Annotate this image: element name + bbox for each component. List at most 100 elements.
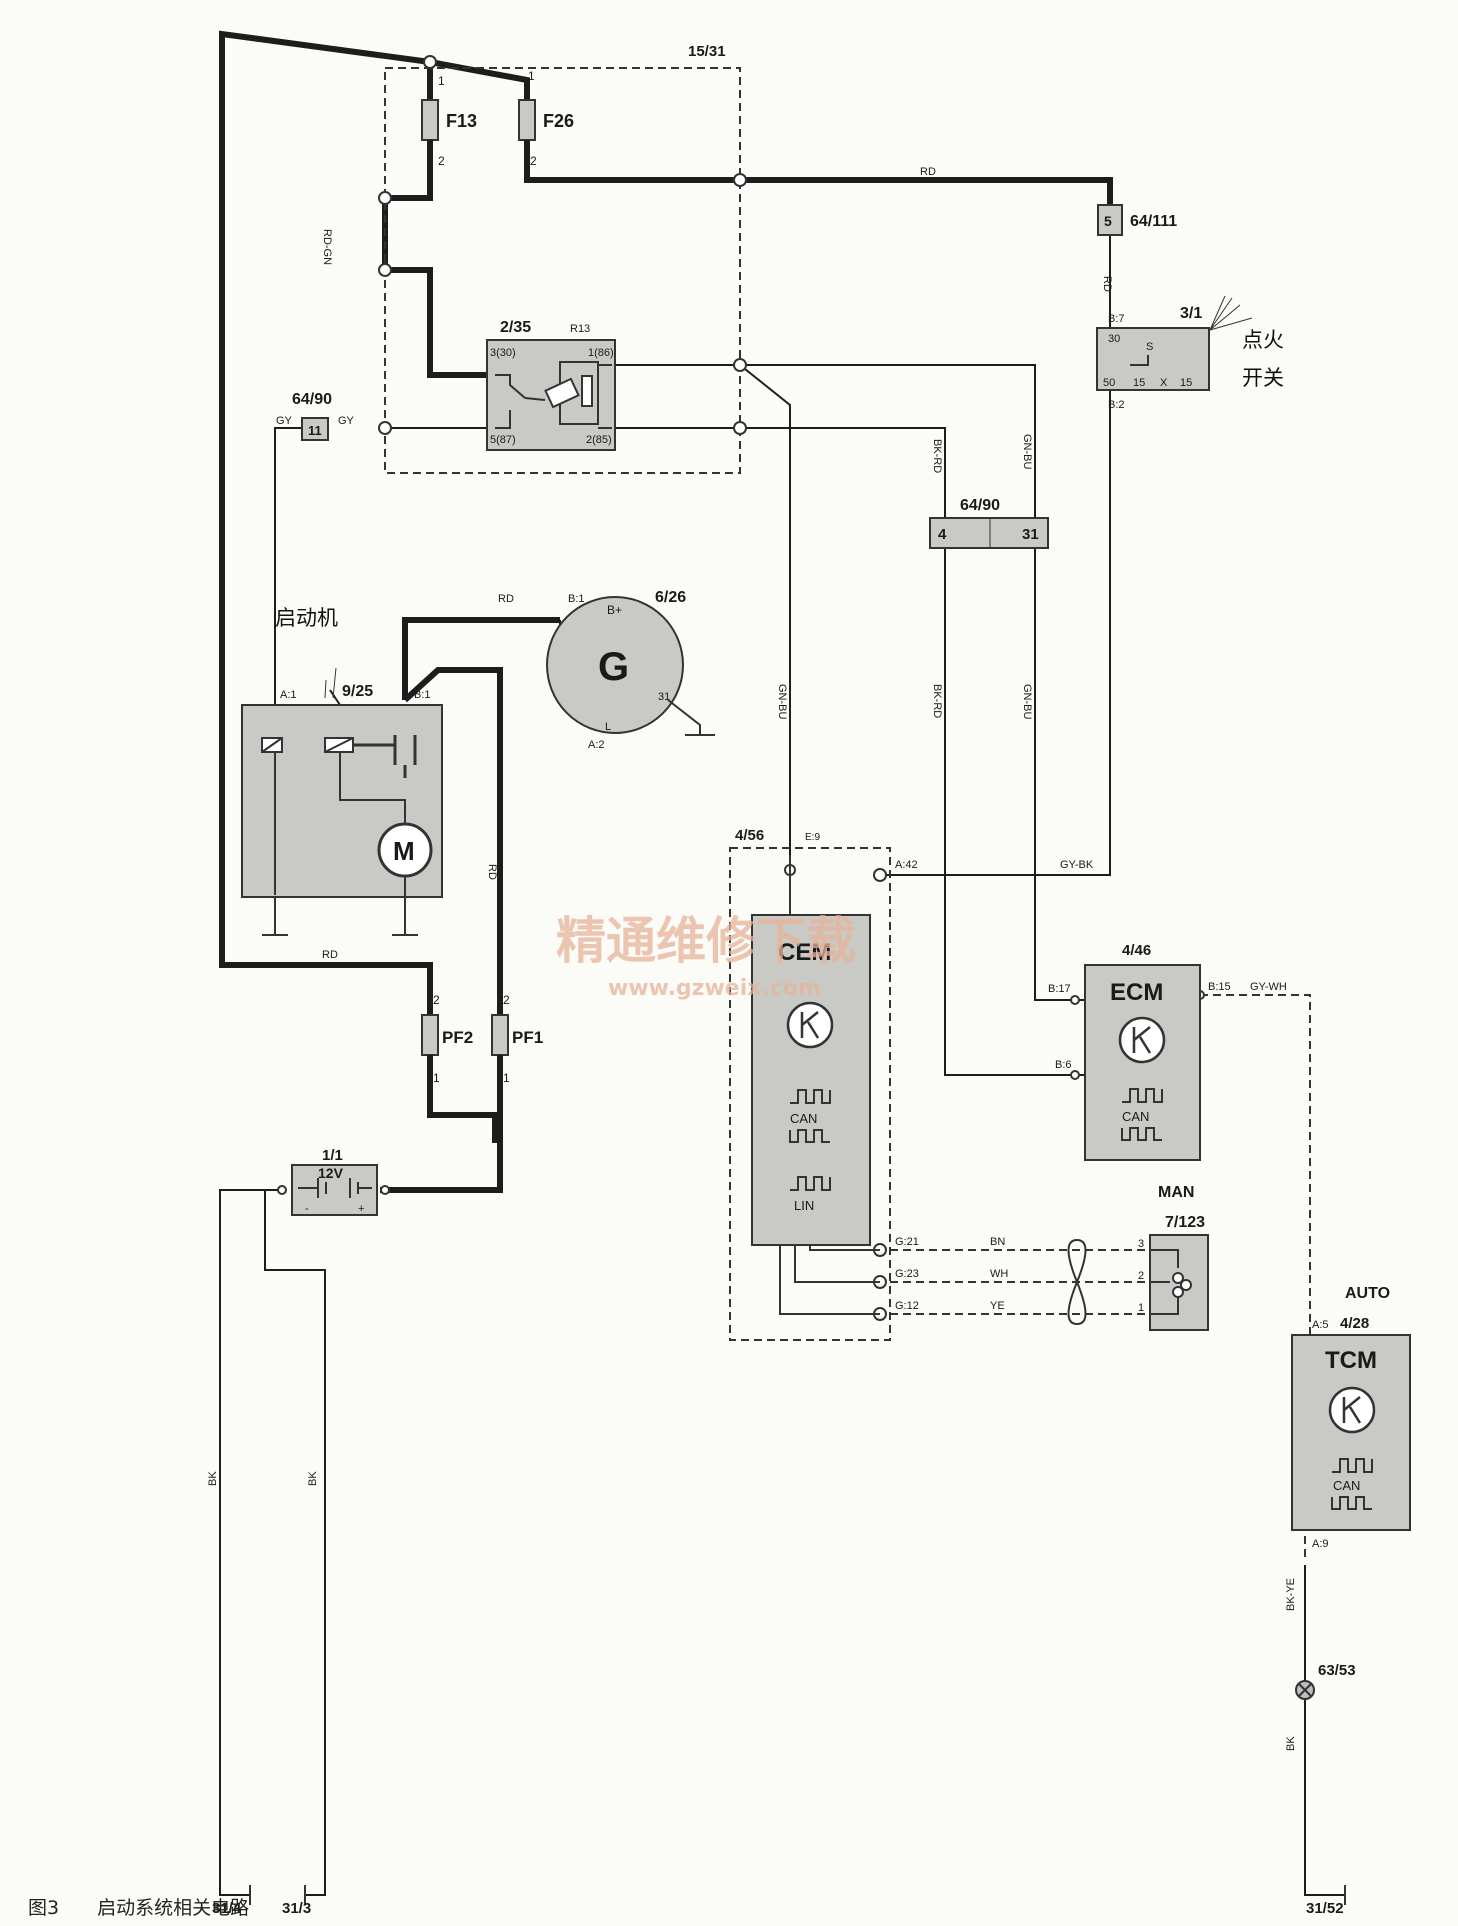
ignition-switch-3-1 — [1096, 295, 1253, 391]
fuse-pf2-body — [421, 1014, 439, 1056]
cem-box-label: 4/56 — [735, 827, 764, 844]
wire-color-gn-bu: GN-BU — [776, 684, 788, 720]
wire-color-bk: BK — [1285, 1736, 1297, 1751]
starter-pin-a1: A:1 — [280, 689, 297, 701]
ecm-pin-b15: B:15 — [1208, 981, 1231, 993]
relay-name: R13 — [570, 323, 590, 335]
tcm-label: TCM — [1325, 1347, 1377, 1374]
starter-label: 9/25 — [342, 683, 373, 700]
cem-pin-g23: G:23 — [895, 1268, 919, 1280]
ecm-label: ECM — [1110, 979, 1163, 1006]
wire-color-bk: BK — [207, 1471, 219, 1486]
wire-color-rd-gn: RD-GN — [321, 229, 333, 265]
ignition-pin-15: 15 — [1133, 377, 1145, 389]
wire-color-gy: GY — [338, 415, 355, 427]
wire-color-rd: RD — [322, 949, 338, 961]
ecm-box-label: 4/46 — [1122, 942, 1151, 959]
wire-color-wh: WH — [990, 1268, 1008, 1280]
connector-64-90-b-label: 64/90 — [960, 497, 1000, 514]
ecm-module — [1084, 964, 1201, 1161]
starter-annotation: 启动机 — [275, 606, 338, 630]
fuse-f26-body — [518, 99, 536, 141]
cem-module — [751, 855, 880, 1315]
wire-color-rd: RD — [920, 166, 936, 178]
ground-31-4: 31/4 — [212, 1900, 242, 1917]
wire-color-gn-bu: GN-BU — [1021, 684, 1033, 720]
wire-color-rd: RD — [486, 864, 498, 880]
watermark-text: 精通维修下载 — [556, 912, 856, 970]
pin-label: 3 — [1138, 1238, 1144, 1250]
ignition-switch-label: 3/1 — [1180, 305, 1202, 322]
fuse-f13-label: F13 — [446, 111, 477, 131]
fuse-f13-body — [421, 99, 439, 141]
generator-pin-b1: B:1 — [568, 593, 585, 605]
fuse-pf1-label: PF1 — [512, 1028, 543, 1047]
ground-31-3: 31/3 — [282, 1900, 311, 1917]
ignition-annotation: 点火 — [1242, 328, 1284, 352]
wire-color-ye: YE — [990, 1300, 1005, 1312]
wire-color-gy: GY — [276, 415, 293, 427]
pin-label: 2 — [1138, 1270, 1144, 1282]
relay-pin-30: 3(30) — [490, 347, 516, 359]
ground-symbols — [249, 1885, 1346, 1905]
cem-label: CEM — [778, 939, 831, 966]
connector-pin-number: 5 — [1104, 213, 1112, 229]
figure-title: 启动系统相关电路 — [97, 1897, 250, 1919]
power-wires — [219, 30, 1113, 1193]
figure-number: 图3 — [28, 1897, 60, 1919]
watermark-url: www.gzweix.com — [608, 976, 821, 1001]
pin-label: 2 — [503, 993, 510, 1007]
ecm-pin-b17: B:17 — [1048, 983, 1071, 995]
generator-pin-31: 31 — [658, 691, 670, 703]
battery-label: 1/1 — [322, 1147, 343, 1164]
pin-label: 1 — [503, 1071, 510, 1085]
battery-voltage: 12V — [318, 1165, 344, 1181]
auto-label: AUTO — [1345, 1285, 1390, 1302]
starter-pin-b1: B:1 — [414, 689, 431, 701]
signal-wires — [219, 235, 1345, 1896]
relay-2-35 — [486, 339, 616, 451]
ignition-pin-b7: B:7 — [1108, 313, 1125, 325]
sensor-label: 63/53 — [1318, 1662, 1356, 1679]
ignition-pin-b2: B:2 — [1108, 399, 1125, 411]
ignition-pin-x: X — [1160, 377, 1168, 389]
connector-64-90-label: 64/90 — [292, 391, 332, 408]
ignition-pin-50: 50 — [1103, 377, 1115, 389]
ignition-annotation: 开关 — [1242, 366, 1284, 390]
wire-color-bk-rd: BK-RD — [931, 684, 943, 718]
battery-1-1 — [277, 1164, 390, 1216]
fuse-pf2-label: PF2 — [442, 1028, 473, 1047]
cem-lin-label: LIN — [794, 1198, 814, 1213]
wire-color-gy-wh: GY-WH — [1250, 981, 1287, 993]
connector-pin-number: 31 — [1022, 526, 1039, 543]
tcm-pin-a5: A:5 — [1312, 1319, 1329, 1331]
generator-6-26 — [546, 596, 715, 736]
tcm-box-label: 4/28 — [1340, 1315, 1369, 1332]
wire-color-gy-bk: GY-BK — [1060, 859, 1094, 871]
pin-label: 2 — [433, 993, 440, 1007]
relay-pin-85: 2(85) — [586, 434, 612, 446]
tcm-pin-a9: A:9 — [1312, 1538, 1329, 1550]
ignition-pin-30: 30 — [1108, 333, 1120, 345]
junction-nodes — [378, 55, 1205, 1321]
blower-7-123 — [1067, 1234, 1209, 1331]
starter-9-25 — [241, 704, 443, 936]
cem-pin-g21: G:21 — [895, 1236, 919, 1248]
cem-pin-e9: E:9 — [805, 832, 820, 843]
ecm-pin-b6: B:6 — [1055, 1059, 1072, 1071]
connector-64-90-pin11 — [301, 417, 329, 441]
generator-pin-a2: A:2 — [588, 739, 605, 751]
figure-caption: 图3 启动系统相关电路 — [12, 1893, 249, 1920]
cem-can-label: CAN — [790, 1111, 817, 1126]
pin-label: 1 — [433, 1071, 440, 1085]
pin-label: 1 — [528, 69, 535, 83]
generator-pin-bplus: B+ — [607, 603, 622, 617]
pin-label: 2 — [530, 154, 537, 168]
connector-pin-number: 11 — [308, 423, 322, 438]
fuse-pf1-body — [491, 1014, 509, 1056]
ignition-pin-s: S — [1146, 341, 1153, 353]
relay-pin-87: 5(87) — [490, 434, 516, 446]
pin-label: 2 — [438, 154, 445, 168]
blower-label: 7/123 — [1165, 1214, 1205, 1231]
